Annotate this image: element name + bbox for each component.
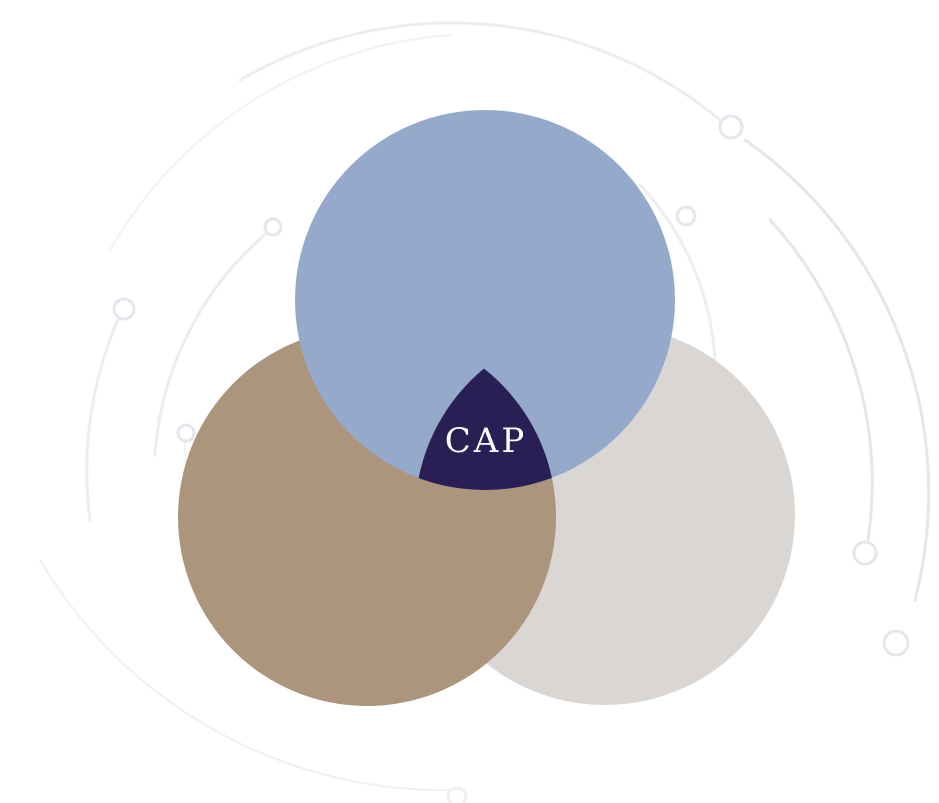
decor-node — [263, 217, 283, 237]
decor-arc-inner-right — [638, 183, 717, 362]
decor-arc-right-inner — [768, 218, 874, 542]
decor-arc-bottom — [39, 559, 456, 792]
decor-node — [112, 297, 136, 321]
circuit-decoration — [39, 21, 931, 803]
decor-node — [718, 114, 744, 140]
decor-arc-outer-left — [109, 34, 451, 251]
decor-node — [852, 540, 878, 566]
decor-node — [446, 786, 468, 803]
decor-node — [675, 205, 697, 227]
center-label: CAP — [445, 421, 527, 461]
decor-arc-left-inner — [153, 230, 270, 457]
center-intersection-group — [415, 328, 556, 490]
venn-circle-top — [295, 110, 675, 490]
decor-node — [882, 629, 910, 657]
decor-arc-right-outer — [743, 138, 931, 602]
center-intersection — [415, 328, 556, 490]
decor-arc-left-outer — [85, 313, 122, 522]
decor-arc-top — [238, 21, 722, 122]
decor-node — [176, 423, 196, 443]
